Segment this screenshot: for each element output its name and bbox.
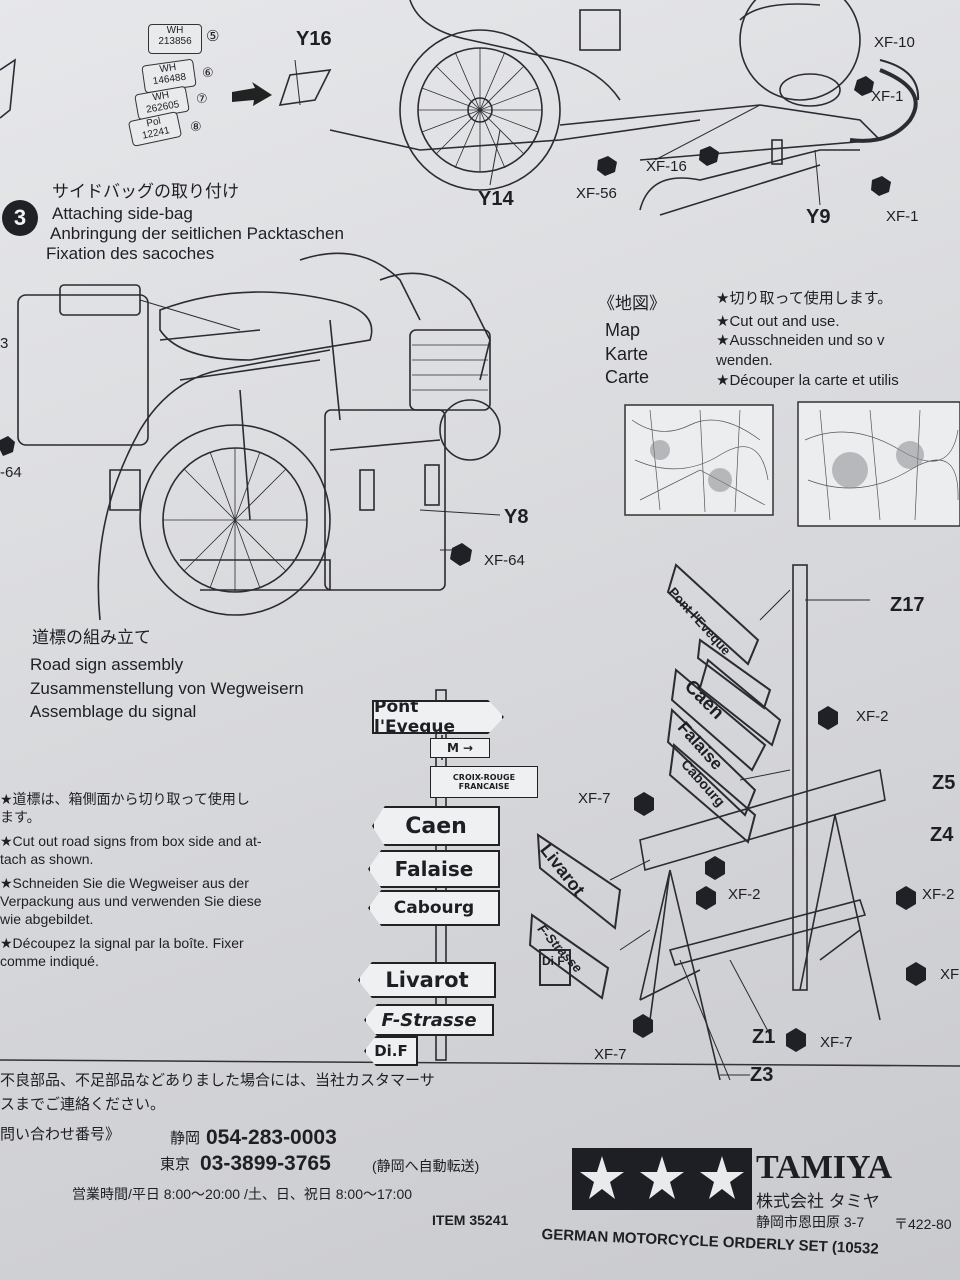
step-4-title-jp: 道標の組み立て [32, 628, 151, 647]
step-4-title-en: Road sign assembly [30, 655, 184, 674]
part-label-y14: Y14 [478, 188, 514, 210]
sign-m-arrow: M→ [430, 738, 490, 758]
footer-shizuoka: 静岡 [170, 1130, 201, 1147]
paint-xf7-b: XF-7 [820, 1034, 853, 1051]
plate-1-number: ⑤ [206, 28, 220, 45]
plate-4-number: ⑧ [190, 119, 202, 134]
sign-dif: Di.F [364, 1036, 418, 1066]
map-note-de-1: ★Ausschneiden und so v [716, 332, 885, 349]
sign-croix-rouge-line1: CROIX-ROUGE [452, 773, 516, 782]
exploded-sign-dif: Di.F [542, 954, 565, 968]
footer-jp-1: 不良部品、不足部品などありました場合には、当社カスタマーサ [0, 1072, 435, 1089]
map-note-en: ★Cut out and use. [716, 313, 840, 330]
road-note-jp-2: ます。 [0, 809, 41, 825]
tamiya-company: 株式会社 タミヤ [756, 1192, 880, 1211]
part-label-y8: Y8 [504, 506, 529, 528]
tamiya-address: 静岡市恩田原 3-7 [756, 1214, 865, 1230]
paint-xf16: XF-16 [646, 158, 687, 175]
step-3-title-jp: サイドバッグの取り付け [52, 182, 239, 201]
paint-xf2-c: XF-2 [922, 886, 955, 903]
sign-f-strasse: F-Strasse [364, 1004, 494, 1036]
paint-xf1-top: XF-1 [871, 88, 904, 105]
plate-3-number: ⑦ [196, 91, 208, 106]
road-note-de-3: wie abgebildet. [0, 911, 94, 927]
footer-phone-tokyo: 03-3899-3765 [200, 1152, 331, 1175]
paint-xf2-a: XF-2 [856, 708, 889, 725]
map-title-de: Karte [605, 344, 649, 364]
paint-xf-d: XF [940, 966, 960, 983]
part-label-y9: Y9 [806, 206, 831, 228]
part-label-z1: Z1 [752, 1026, 776, 1048]
road-note-en-2: tach as shown. [0, 851, 94, 867]
map-title-jp: 《地図》 [598, 294, 666, 313]
step-3-title-fr: Fixation des sacoches [46, 244, 215, 263]
part-label-y16: Y16 [296, 28, 332, 50]
step-3-title-en: Attaching side-bag [52, 204, 193, 223]
footer-item-number: ITEM 35241 [432, 1212, 509, 1228]
footer-phone-shizuoka: 054-283-0003 [206, 1126, 337, 1149]
sign-cabourg: Cabourg [368, 890, 500, 926]
footer-jp-2: スまでご連絡ください。 [0, 1096, 166, 1113]
road-note-fr-1: ★Découpez la signal par la boîte. Fixer [0, 935, 244, 951]
tamiya-brand: TAMIYA [756, 1149, 893, 1186]
part-label-left-cut: 3 [0, 335, 9, 352]
paint-xf56: XF-56 [576, 185, 617, 202]
paint-xf64-left: -64 [0, 464, 22, 481]
sign-falaise: Falaise [368, 850, 500, 888]
paint-xf7-a: XF-7 [578, 790, 611, 807]
road-note-de-2: Verpackung aus und verwenden Sie diese [0, 893, 262, 909]
road-note-de-1: ★Schneiden Sie die Wegweiser aus der [0, 875, 249, 891]
sign-livarot: Livarot [358, 962, 496, 998]
paint-xf64: XF-64 [484, 552, 525, 569]
footer-tokyo: 東京 [160, 1156, 191, 1173]
part-label-z4: Z4 [930, 824, 954, 846]
sign-croix-rouge: CROIX-ROUGE FRANCAISE [430, 766, 538, 798]
paint-xf7-c: XF-7 [594, 1046, 627, 1063]
map-title-fr: Carte [605, 367, 650, 387]
step-4-title-de: Zusammenstellung von Wegweisern [30, 679, 304, 698]
sign-croix-rouge-line2: FRANCAISE [458, 782, 510, 791]
sign-m-text: M [446, 741, 459, 755]
part-label-z5: Z5 [932, 772, 956, 794]
tamiya-star-logo [572, 1148, 752, 1210]
footer-jp-3: 問い合わせ番号》 [0, 1126, 121, 1143]
road-note-fr-2: comme indiqué. [0, 953, 99, 969]
step-4-title-fr: Assemblage du signal [30, 702, 197, 721]
step-3-title-de: Anbringung der seitlichen Packtaschen [50, 224, 344, 243]
road-note-jp-1: ★道標は、箱側面から切り取って使用し [0, 791, 250, 807]
paint-xf1-bottom: XF-1 [886, 208, 919, 225]
plate-2-number: ⑥ [202, 65, 214, 80]
map-note-de-2: wenden. [716, 352, 773, 369]
part-label-z17: Z17 [890, 594, 925, 616]
footer-hours: 営業時間/平日 8:00〜20:00 /土、日、祝日 8:00〜17:00 [72, 1186, 413, 1202]
road-note-en-1: ★Cut out road signs from box side and at… [0, 833, 262, 849]
paint-xf10: XF-10 [874, 34, 915, 51]
footer-transfer: (静岡へ自動転送) [372, 1158, 480, 1174]
tamiya-zip: 〒422-80 [894, 1216, 952, 1232]
map-note-jp: ★切り取って使用します。 [716, 290, 893, 307]
sign-caen: Caen [372, 806, 500, 846]
map-note-fr: ★Découper la carte et utilis [716, 372, 899, 389]
map-title-en: Map [605, 320, 641, 340]
step-3-number: 3 [14, 205, 26, 230]
paint-xf2-b: XF-2 [728, 886, 761, 903]
sign-pont-l-eveque: Pont l'Eveque [372, 700, 504, 734]
part-label-z3: Z3 [750, 1064, 774, 1086]
